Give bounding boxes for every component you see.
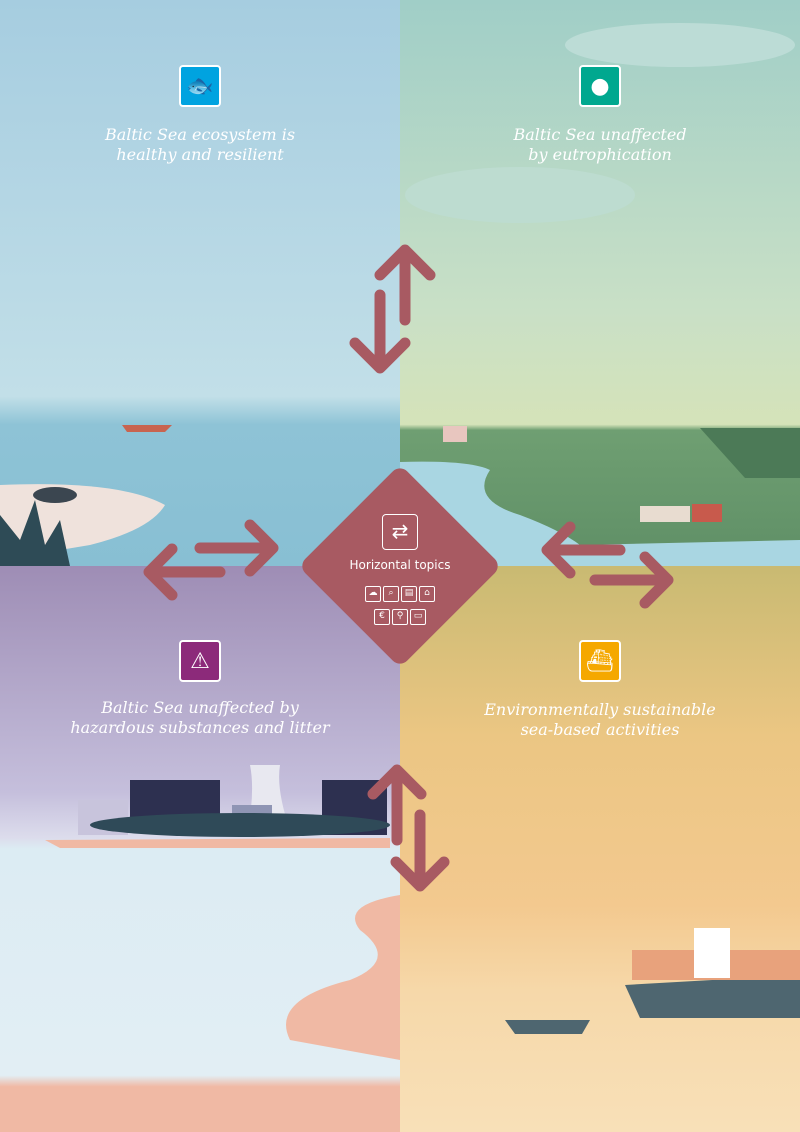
arrow-up [374,244,436,326]
cloud [405,167,635,223]
ship-icon: ⛴ [579,640,621,682]
spatial-planning-icon: ⚲ [392,609,408,625]
arrow-left [143,543,226,601]
algae-icon: ● [579,65,621,107]
fishing-boat [505,1020,590,1034]
arrows [143,244,674,892]
trees [90,813,390,837]
search-icon: ⌕ [383,586,399,602]
climate-icon: ☁ [365,586,381,602]
arrow-right [589,551,674,609]
tractor [692,504,722,522]
arrow-left [541,521,626,579]
goal-line: Environmentally sustainable [484,700,716,719]
horizontal-topics-title: Horizontal topics [349,558,451,572]
arrow-down [390,809,450,892]
goal-line: Baltic Sea unaffected [513,125,687,144]
goal-line: sea-based activities [520,720,680,739]
river [400,461,800,566]
container-ship [625,975,800,1018]
goal-line: by eutrophication [528,145,672,164]
ship-bridge [694,928,730,978]
economy-icon: € [374,609,390,625]
shore [45,838,390,848]
exchange-arrows-icon: ⇄ [382,514,418,550]
dialogue-icon: ▭ [410,609,426,625]
map-icon: ▤ [401,586,417,602]
goal-line: Baltic Sea ecosystem is [104,125,296,144]
beach [286,895,400,1060]
fish-bird-icon: 🐟 [179,65,221,107]
monitoring-icon: ⌂ [419,586,435,602]
warning-icon: ⚠ [179,640,221,682]
arrow-right [194,519,279,577]
fishing-boat [122,425,172,432]
goal-line: hazardous substances and litter [70,718,330,737]
cloud [565,23,795,67]
arrow-up [367,764,427,846]
arrow-down [349,289,411,374]
goal-line: healthy and resilient [116,145,284,164]
tractor-trailer [640,506,690,522]
field [700,428,800,478]
grass [0,500,70,566]
house [443,426,467,442]
horizontal-topics: ⇄ Horizontal topics ☁⌕▤⌂ €⚲▭ [320,510,480,626]
goal-line: Baltic Sea unaffected by [101,698,299,717]
seal [33,487,77,503]
